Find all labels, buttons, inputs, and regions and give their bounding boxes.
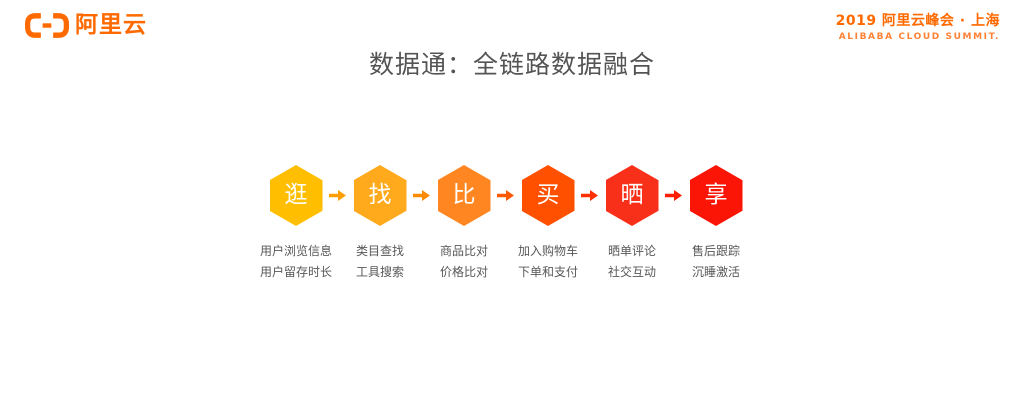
hexagon-guang: 逛: [269, 165, 323, 226]
hexagon-label: 比: [452, 182, 476, 208]
step-description-line: 加入购物车: [517, 244, 578, 258]
arrow-right-icon: [329, 190, 346, 201]
hexagon-mai: 买: [521, 165, 575, 226]
step-description-line: 用户浏览信息: [259, 244, 332, 258]
step-description-line: 工具搜索: [355, 265, 404, 279]
hexagon-label: 享: [704, 182, 728, 208]
step-description-line: 社交互动: [607, 265, 656, 279]
hexagon-bi: 比: [437, 165, 491, 226]
alibaba-cloud-brackets-icon: [25, 13, 69, 38]
hexagon-label: 晒: [620, 182, 644, 208]
arrow-right-icon: [581, 190, 598, 201]
hexagon-label: 找: [368, 182, 392, 208]
arrow-right-icon: [497, 190, 514, 201]
arrow-right-icon: [413, 190, 430, 201]
flow-diagram: 逛 用户浏览信息 用户留存时长 找 类目查找 工具搜索 比 商品比对 价格比对: [254, 165, 758, 290]
step-description-line: 售后跟踪: [691, 244, 740, 258]
step-descriptions: 商品比对 价格比对: [440, 241, 488, 283]
step-description-line: 用户留存时长: [259, 265, 332, 279]
step-descriptions: 加入购物车 下单和支付: [518, 241, 578, 283]
event-title: 2019 阿里云峰会 · 上海: [835, 13, 1000, 29]
step-description-line: 下单和支付: [517, 265, 578, 279]
step-description-line: 类目查找: [355, 244, 404, 258]
hexagon-xiang: 享: [689, 165, 743, 226]
arrow-right-icon: [665, 190, 682, 201]
page-title: 数据通：全链路数据融合: [368, 50, 655, 79]
flow-step-xiang: 享 售后跟踪 沉睡激活: [674, 165, 758, 290]
step-description-line: 晒单评论: [607, 244, 656, 258]
event-subtitle: ALIBABA CLOUD SUMMIT.: [838, 32, 1000, 42]
flow-step-bi: 比 商品比对 价格比对: [422, 165, 506, 290]
flow-step-zhao: 找 类目查找 工具搜索: [338, 165, 422, 290]
alibaba-cloud-logo: 阿里云: [25, 13, 147, 38]
flow-step-mai: 买 加入购物车 下单和支付: [506, 165, 590, 290]
logo-text: 阿里云: [75, 12, 147, 38]
flow-step-guang: 逛 用户浏览信息 用户留存时长: [254, 165, 338, 290]
step-descriptions: 晒单评论 社交互动: [608, 241, 656, 283]
step-descriptions: 售后跟踪 沉睡激活: [692, 241, 740, 283]
step-description-line: 价格比对: [439, 265, 488, 279]
hexagon-zhao: 找: [353, 165, 407, 226]
step-description-line: 商品比对: [439, 244, 488, 258]
flow-step-shai: 晒 晒单评论 社交互动: [590, 165, 674, 290]
event-banner: 2019 阿里云峰会 · 上海 ALIBABA CLOUD SUMMIT.: [836, 13, 1000, 43]
step-description-line: 沉睡激活: [691, 265, 740, 279]
step-descriptions: 用户浏览信息 用户留存时长: [260, 241, 332, 283]
hexagon-label: 逛: [284, 182, 308, 208]
hexagon-label: 买: [536, 182, 560, 208]
step-descriptions: 类目查找 工具搜索: [356, 241, 404, 283]
hexagon-shai: 晒: [605, 165, 659, 226]
